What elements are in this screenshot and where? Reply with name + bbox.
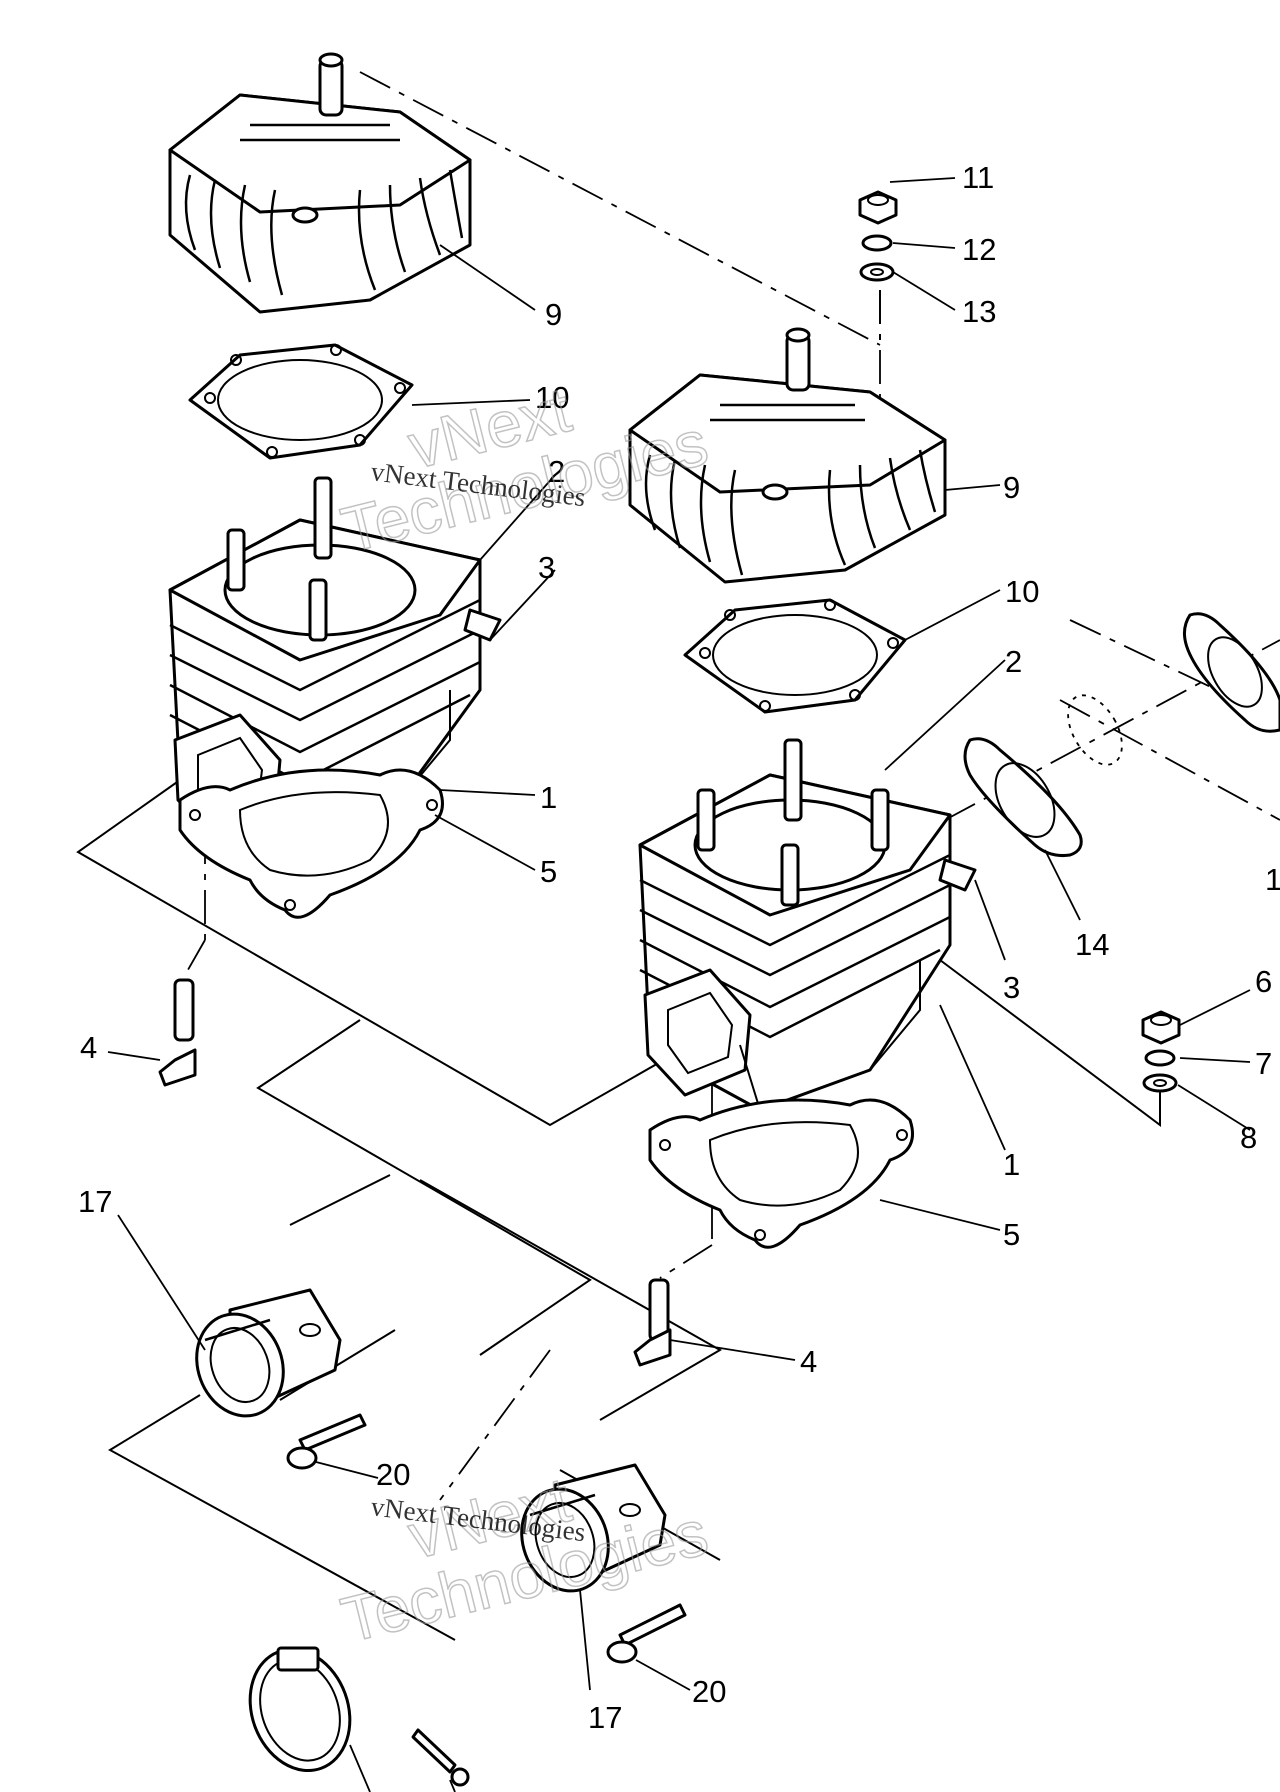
callout-9-left: 9 xyxy=(545,297,562,332)
callout-4-right: 4 xyxy=(800,1344,817,1379)
hose-clamp xyxy=(248,1646,352,1773)
callout-10-right: 10 xyxy=(1005,574,1039,609)
callout-2-right: 2 xyxy=(1005,644,1022,679)
base-gasket-left xyxy=(178,768,444,919)
intake-boot-lower xyxy=(520,1463,667,1593)
head-nut-stack xyxy=(858,190,898,282)
callout-17-lower: 17 xyxy=(588,1700,622,1735)
elbow-fitting-right xyxy=(633,1278,672,1367)
intake-gasket-14 xyxy=(963,737,1083,857)
intake-gasket-far xyxy=(1067,612,1280,766)
base-gasket-right xyxy=(648,1098,914,1249)
callout-6: 6 xyxy=(1255,964,1272,999)
clamp-screw xyxy=(411,1728,470,1787)
callout-5-right: 5 xyxy=(1003,1217,1020,1252)
bolt-upper xyxy=(286,1413,367,1470)
head-gasket-right xyxy=(683,598,907,714)
callout-12: 12 xyxy=(962,232,996,267)
callout-1-right: 1 xyxy=(1003,1147,1020,1182)
cylinder-head-right xyxy=(628,327,947,584)
callout-1-left: 1 xyxy=(540,780,557,815)
callout-8: 8 xyxy=(1240,1120,1257,1155)
callout-7: 7 xyxy=(1255,1046,1272,1081)
callout-leaders xyxy=(107,177,1251,1792)
callout-4-left: 4 xyxy=(80,1030,97,1065)
head-gasket-left xyxy=(188,343,414,460)
callout-5-left: 5 xyxy=(540,854,557,889)
callout-10-left: 10 xyxy=(535,380,569,415)
callout-13: 13 xyxy=(962,294,996,329)
callout-20-lower: 20 xyxy=(692,1674,726,1709)
callout-17-upper: 17 xyxy=(78,1184,112,1219)
callout-labels: 11 12 13 9 9 10 10 2 2 3 3 1 1 1 5 5 14 … xyxy=(78,160,1280,1735)
intake-boot-upper xyxy=(195,1288,342,1418)
callout-1-edge: 1 xyxy=(1265,862,1280,897)
callout-3-left: 3 xyxy=(538,550,555,585)
base-nut-stack xyxy=(1141,1010,1181,1093)
callout-11: 11 xyxy=(962,160,994,195)
callout-3-right: 3 xyxy=(1003,970,1020,1005)
callout-9-right: 9 xyxy=(1003,470,1020,505)
callout-14: 14 xyxy=(1075,927,1109,962)
elbow-fitting-left xyxy=(158,978,197,1087)
callout-20-upper: 20 xyxy=(376,1457,410,1492)
cylinder-head-left xyxy=(168,52,472,314)
assembly-lines xyxy=(76,779,1161,1641)
bolt-lower xyxy=(606,1603,687,1664)
cylinder-right xyxy=(638,738,977,1112)
cylinder-left xyxy=(168,476,502,842)
callout-2-left: 2 xyxy=(548,454,565,489)
